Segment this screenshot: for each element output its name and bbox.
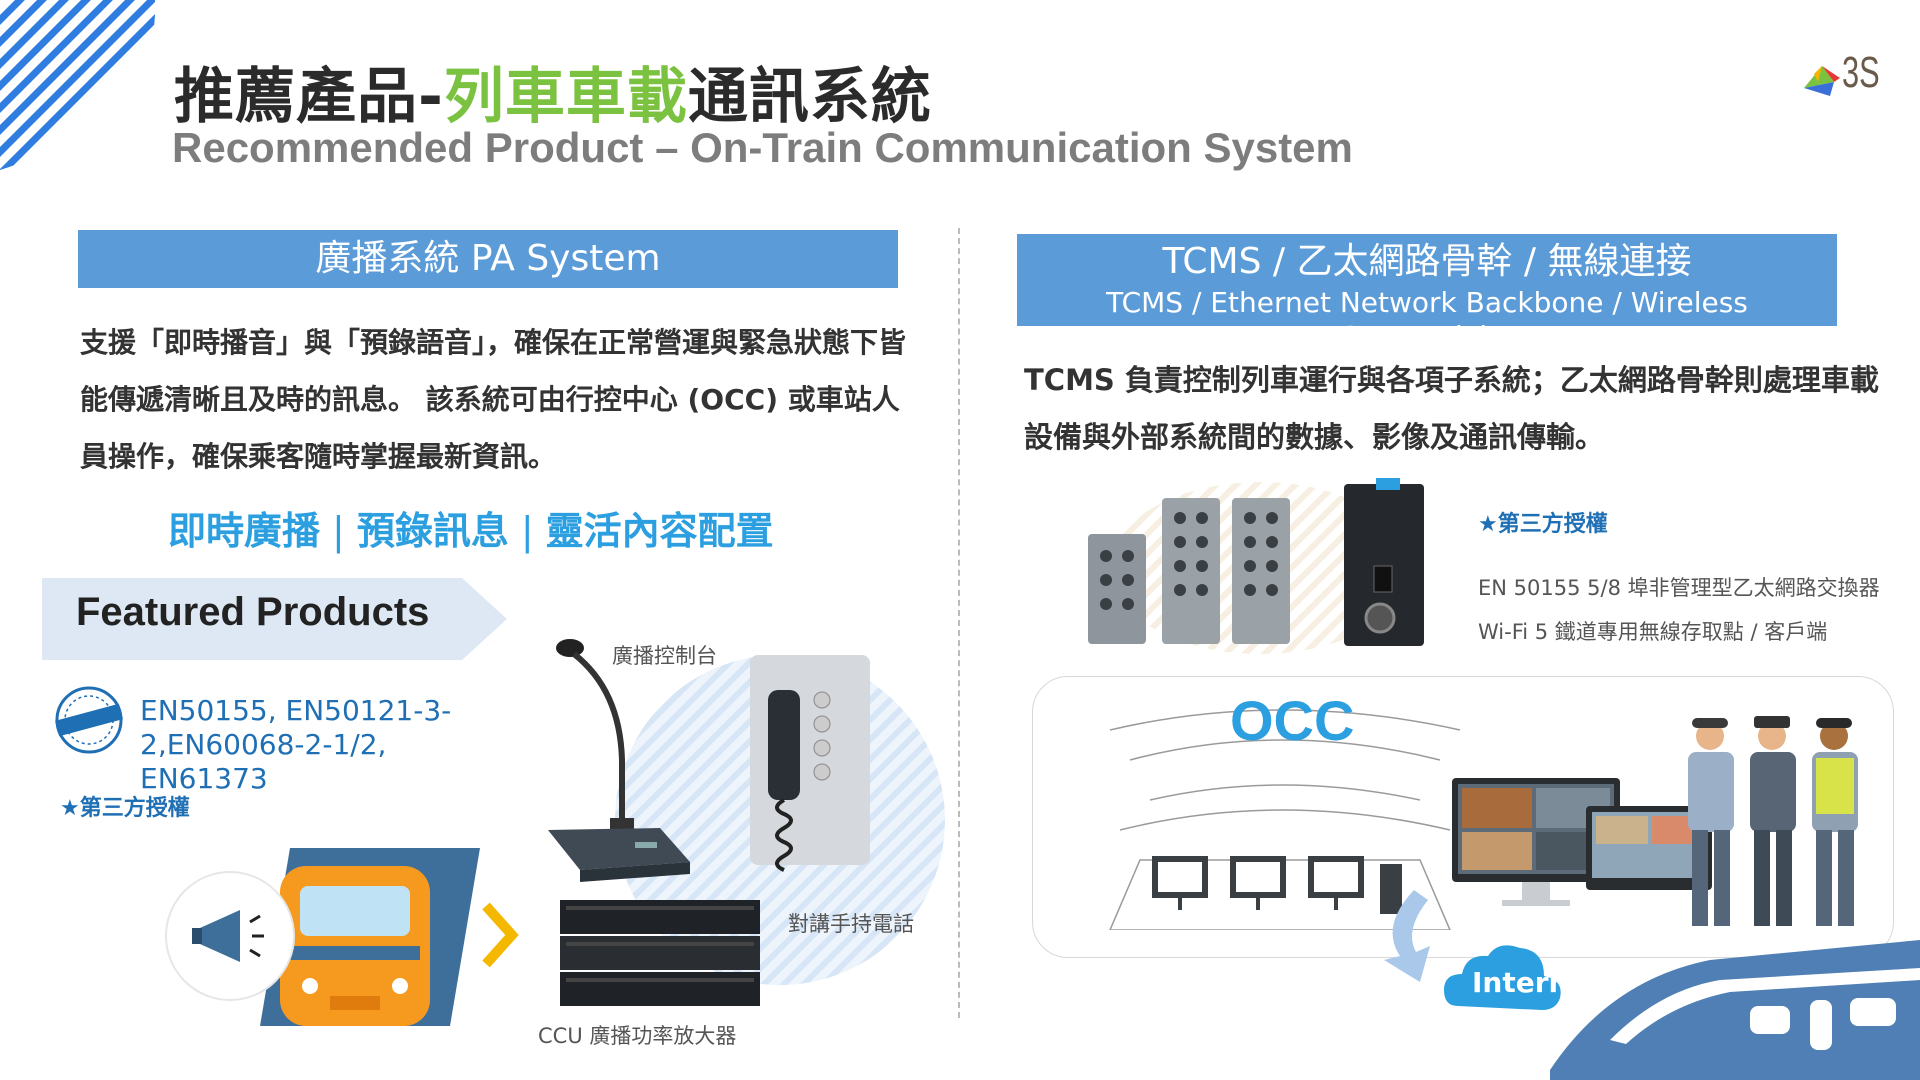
featured-products-banner [42, 578, 507, 660]
feature-item: 靈活內容配置 [545, 509, 774, 553]
occ-control-room-illustration [1109, 709, 1461, 930]
section-divider [958, 228, 960, 1018]
pa-products-illustration [548, 639, 945, 1006]
pa-console-image [548, 639, 690, 882]
internet-cloud-illustration [1384, 890, 1561, 1010]
feature-item: 預錄訊息 [356, 509, 509, 553]
ethernet-switch-devices-image [1088, 478, 1424, 654]
high-speed-train-illustration [1550, 940, 1920, 1080]
company-logo-text: 3S [1842, 48, 1880, 97]
tcms-header-en: TCMS / Ethernet Network Backbone / Wirel… [1106, 286, 1748, 353]
tcms-header-zh: TCMS / 乙太網路骨幹 / 無線連接 [1162, 241, 1692, 282]
company-logo-icon [1804, 66, 1840, 96]
occ-label: OCC [1230, 689, 1355, 752]
title-part1: 推薦產品- [174, 62, 444, 132]
staff-figure-2 [1750, 716, 1796, 926]
pa-description: 支援「即時播音」與「預錄語音」，確保在正常營運與緊急狀態下皆能傳遞清晰且及時的訊… [80, 326, 907, 473]
spec-line-wifi: Wi-Fi 5 鐵道專用無線存取點 / 客戶端 [1478, 620, 1828, 644]
page-subtitle: Recommended Product – On-Train Communica… [172, 124, 1353, 171]
internet-label: Internet [1472, 966, 1601, 999]
chevron-right-icon [482, 902, 519, 968]
third-party-note: ★第三方授權 [1478, 512, 1608, 537]
corner-stripes-decoration [0, 0, 156, 170]
console-label: 廣播控制台 [612, 644, 717, 668]
megaphone-icon [192, 910, 264, 962]
title-part2: 通訊系統 [687, 62, 932, 132]
amplifier-label: CCU 廣播功率放大器 [538, 1024, 737, 1048]
spec-line-switch: EN 50155 5/8 埠非管理型乙太網路交換器 [1478, 576, 1880, 600]
title-highlight: 列車車載 [443, 62, 688, 132]
train-announcement-illustration [165, 848, 480, 1026]
tcms-description: TCMS 負責控制列車運行與各項子系統；乙太網路骨幹則處理車載設備與外部系統間的… [1024, 363, 1879, 454]
surveillance-monitors-image [1452, 778, 1712, 906]
staff-figure-3 [1812, 718, 1858, 926]
feature-item: 即時廣播 [168, 509, 321, 553]
page-title: 推薦產品-列車車載通訊系統 [174, 48, 932, 135]
handset-image [750, 655, 870, 872]
staff-figure-1 [1688, 718, 1734, 926]
third-party-note: ★第三方授權 [60, 796, 190, 821]
rail-staff-figures [1688, 716, 1858, 926]
amplifier-image [560, 900, 760, 1006]
certification-list: EN50155, EN50121-3-2,EN60068-2-1/2, EN61… [140, 694, 452, 795]
handset-label: 對講手持電話 [788, 912, 914, 936]
pa-feature-list: 即時廣播|預錄訊息|靈活內容配置 [168, 509, 774, 553]
certified-badge-icon [55, 686, 123, 754]
tcms-section-header: TCMS / 乙太網路骨幹 / 無線連接 TCMS / Ethernet Net… [1017, 234, 1837, 353]
featured-products-title: Featured Products [76, 590, 430, 634]
pa-section-header: 廣播系統 PA System [78, 230, 898, 288]
